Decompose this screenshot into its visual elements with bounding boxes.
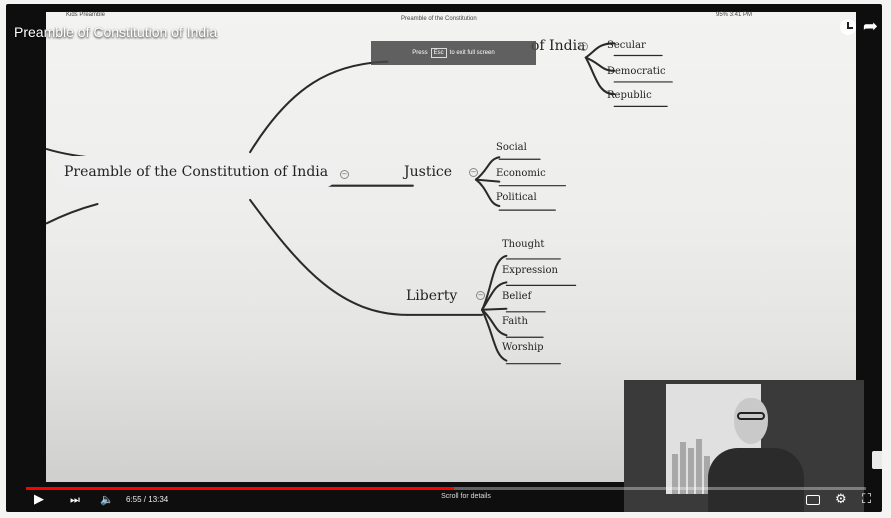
mindmap-root-node[interactable]: Preamble of the Constitution of India bbox=[54, 156, 339, 188]
device-status-bar: Kids Preamble Preamble of the Constituti… bbox=[56, 12, 856, 22]
next-icon[interactable]: ⏭ bbox=[70, 493, 80, 506]
fullscreen-icon[interactable]: ⛶ bbox=[862, 492, 872, 507]
mindmap-node-of-india[interactable]: of India bbox=[531, 38, 586, 54]
progress-fill bbox=[26, 487, 455, 490]
status-right-text: 95% 3:41 PM bbox=[716, 12, 753, 18]
settings-icon[interactable]: ⚙ bbox=[835, 492, 847, 507]
video-title[interactable]: Preamble of Constitution of India bbox=[14, 24, 218, 40]
video-player[interactable]: Preamble of the Constitution of India − … bbox=[6, 4, 882, 512]
leaf-secular[interactable]: Secular bbox=[607, 40, 646, 51]
progress-bar[interactable] bbox=[26, 487, 866, 490]
mindmap-node-liberty[interactable]: Liberty bbox=[406, 288, 458, 304]
time-display: 6:55 / 13:34 bbox=[126, 495, 169, 504]
collapse-icon[interactable]: − bbox=[476, 291, 485, 300]
leaf-social[interactable]: Social bbox=[496, 142, 527, 153]
leaf-thought[interactable]: Thought bbox=[502, 239, 545, 250]
status-center-text: Preamble of the Constitution bbox=[401, 16, 477, 22]
leaf-democratic[interactable]: Democratic bbox=[607, 66, 666, 77]
watch-later-icon[interactable] bbox=[840, 19, 856, 35]
scroll-hint[interactable]: Scroll for details bbox=[441, 493, 491, 500]
toast-prefix: Press bbox=[412, 50, 428, 56]
leaf-political[interactable]: Political bbox=[496, 192, 537, 203]
leaf-republic[interactable]: Republic bbox=[607, 90, 652, 101]
collapse-icon[interactable]: − bbox=[579, 42, 588, 51]
volume-icon[interactable]: 🔈 bbox=[100, 493, 114, 506]
mindmap-node-justice[interactable]: Justice bbox=[404, 164, 453, 180]
glasses-shape bbox=[737, 412, 765, 420]
side-note-icon[interactable] bbox=[872, 451, 882, 469]
share-icon[interactable]: ➦ bbox=[862, 16, 878, 37]
esc-key-badge: Esc bbox=[430, 48, 447, 58]
leaf-economic[interactable]: Economic bbox=[496, 168, 546, 179]
collapse-icon[interactable]: − bbox=[340, 170, 349, 179]
collapse-icon[interactable]: − bbox=[469, 168, 478, 177]
leaf-expression[interactable]: Expression bbox=[502, 265, 558, 276]
leaf-faith[interactable]: Faith bbox=[502, 316, 528, 327]
cc-icon[interactable] bbox=[806, 495, 820, 505]
toast-suffix: to exit full screen bbox=[449, 50, 495, 56]
fullscreen-toast: Press Esc to exit full screen bbox=[371, 41, 536, 65]
leaf-worship[interactable]: Worship bbox=[502, 342, 544, 353]
player-controls: ▶ ⏭ 🔈 6:55 / 13:34 Scroll for details ⚙ … bbox=[6, 490, 882, 512]
status-left-text: Kids Preamble bbox=[66, 12, 106, 18]
presenter-image bbox=[708, 448, 804, 512]
play-icon[interactable]: ▶ bbox=[34, 492, 44, 507]
leaf-belief[interactable]: Belief bbox=[502, 291, 532, 302]
webcam-overlay bbox=[624, 380, 864, 512]
presenter-head bbox=[734, 398, 768, 444]
